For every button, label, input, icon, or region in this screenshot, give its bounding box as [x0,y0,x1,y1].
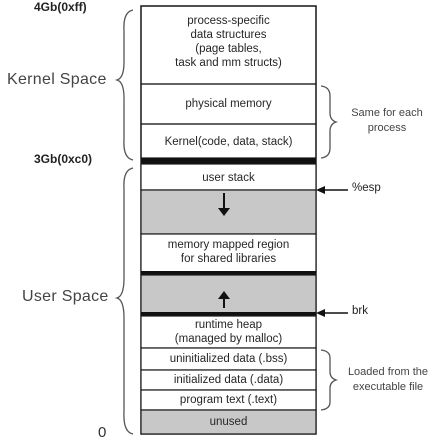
kernel-space-brace [114,9,134,161]
heap-growth-arrow [218,291,230,308]
heap-gap-area [140,274,317,316]
kernel-space-label: Kernel Space [7,71,107,88]
heap-top-bar [141,312,316,316]
runtime-heap-box [140,315,317,349]
unused-label: unused [209,416,248,428]
address-kernel-boundary-label: 3Gb(0xc0) [34,152,93,166]
stack-gap-area [140,189,317,235]
esp-label: %esp [352,182,381,194]
memory-mapped-label: memory mapped region for shared librarie… [167,239,290,265]
process-specific-label: process-specific data structures (page t… [175,15,282,69]
data-label: initialized data (.data) [173,374,284,386]
kernel-code-label: Kernel(code, data, stack) [164,136,293,148]
user-space-brace [114,167,134,435]
esp-pointer-arrow [316,186,348,194]
loaded-executable-brace [320,349,339,411]
same-for-each-process-note: Same for each process [351,107,423,134]
same-process-brace [320,85,339,159]
mapped-bottom-bar [141,271,316,275]
loaded-from-executable-note: Loaded from the executable file [347,366,429,393]
address-top-label: 4Gb(0xff) [34,0,87,14]
text-label: program text (.text) [179,394,278,406]
address-bottom-label: 0 [98,424,107,441]
user-space-label: User Space [22,288,109,305]
kernel-user-divider [141,158,316,164]
brk-pointer-arrow [316,309,348,317]
user-stack-label: user stack [202,172,255,184]
bss-label: uninitialized data (.bss) [169,353,288,365]
brk-label: brk [352,305,368,317]
runtime-heap-label: runtime heap (managed by malloc) [174,319,283,345]
stack-growth-arrow [218,193,230,216]
physical-memory-label: physical memory [185,98,272,110]
unused-box [140,409,317,435]
